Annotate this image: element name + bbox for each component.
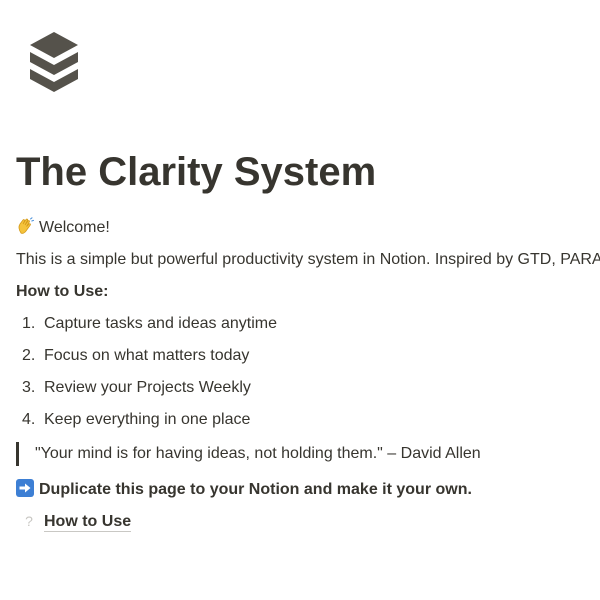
- duplicate-callout-text: Duplicate this page to your Notion and m…: [39, 481, 472, 498]
- list-item[interactable]: 2. Focus on what matters today: [22, 344, 249, 368]
- list-item-text: Review your Projects Weekly: [44, 379, 251, 396]
- list-item[interactable]: 3. Review your Projects Weekly: [22, 376, 251, 400]
- duplicate-callout[interactable]: Duplicate this page to your Notion and m…: [16, 478, 472, 502]
- question-mark-icon: ?: [25, 513, 33, 529]
- how-to-heading[interactable]: How to Use:: [16, 283, 109, 300]
- stacked-layers-icon[interactable]: [28, 32, 80, 96]
- intro-paragraph[interactable]: This is a simple but powerful productivi…: [16, 251, 600, 268]
- list-number: 3.: [22, 379, 36, 396]
- waving-hand-icon: [16, 217, 34, 235]
- list-item-text: Capture tasks and ideas anytime: [44, 315, 278, 332]
- list-number: 1.: [22, 315, 36, 332]
- list-item-text: Keep everything in one place: [44, 411, 251, 428]
- list-item[interactable]: 1. Capture tasks and ideas anytime: [22, 312, 277, 336]
- quote-block[interactable]: "Your mind is for having ideas, not hold…: [16, 442, 481, 466]
- welcome-line[interactable]: Welcome!: [16, 216, 110, 240]
- list-item-text: Focus on what matters today: [44, 347, 250, 364]
- list-item[interactable]: 4. Keep everything in one place: [22, 408, 250, 432]
- subpage-link-label[interactable]: How to Use: [44, 513, 132, 532]
- page-title[interactable]: The Clarity System: [16, 150, 377, 194]
- list-number: 4.: [22, 411, 36, 428]
- welcome-text: Welcome!: [39, 219, 110, 236]
- list-number: 2.: [22, 347, 36, 364]
- right-arrow-icon: [16, 479, 34, 497]
- subpage-link-how-to-use[interactable]: ? How to Use: [22, 509, 132, 534]
